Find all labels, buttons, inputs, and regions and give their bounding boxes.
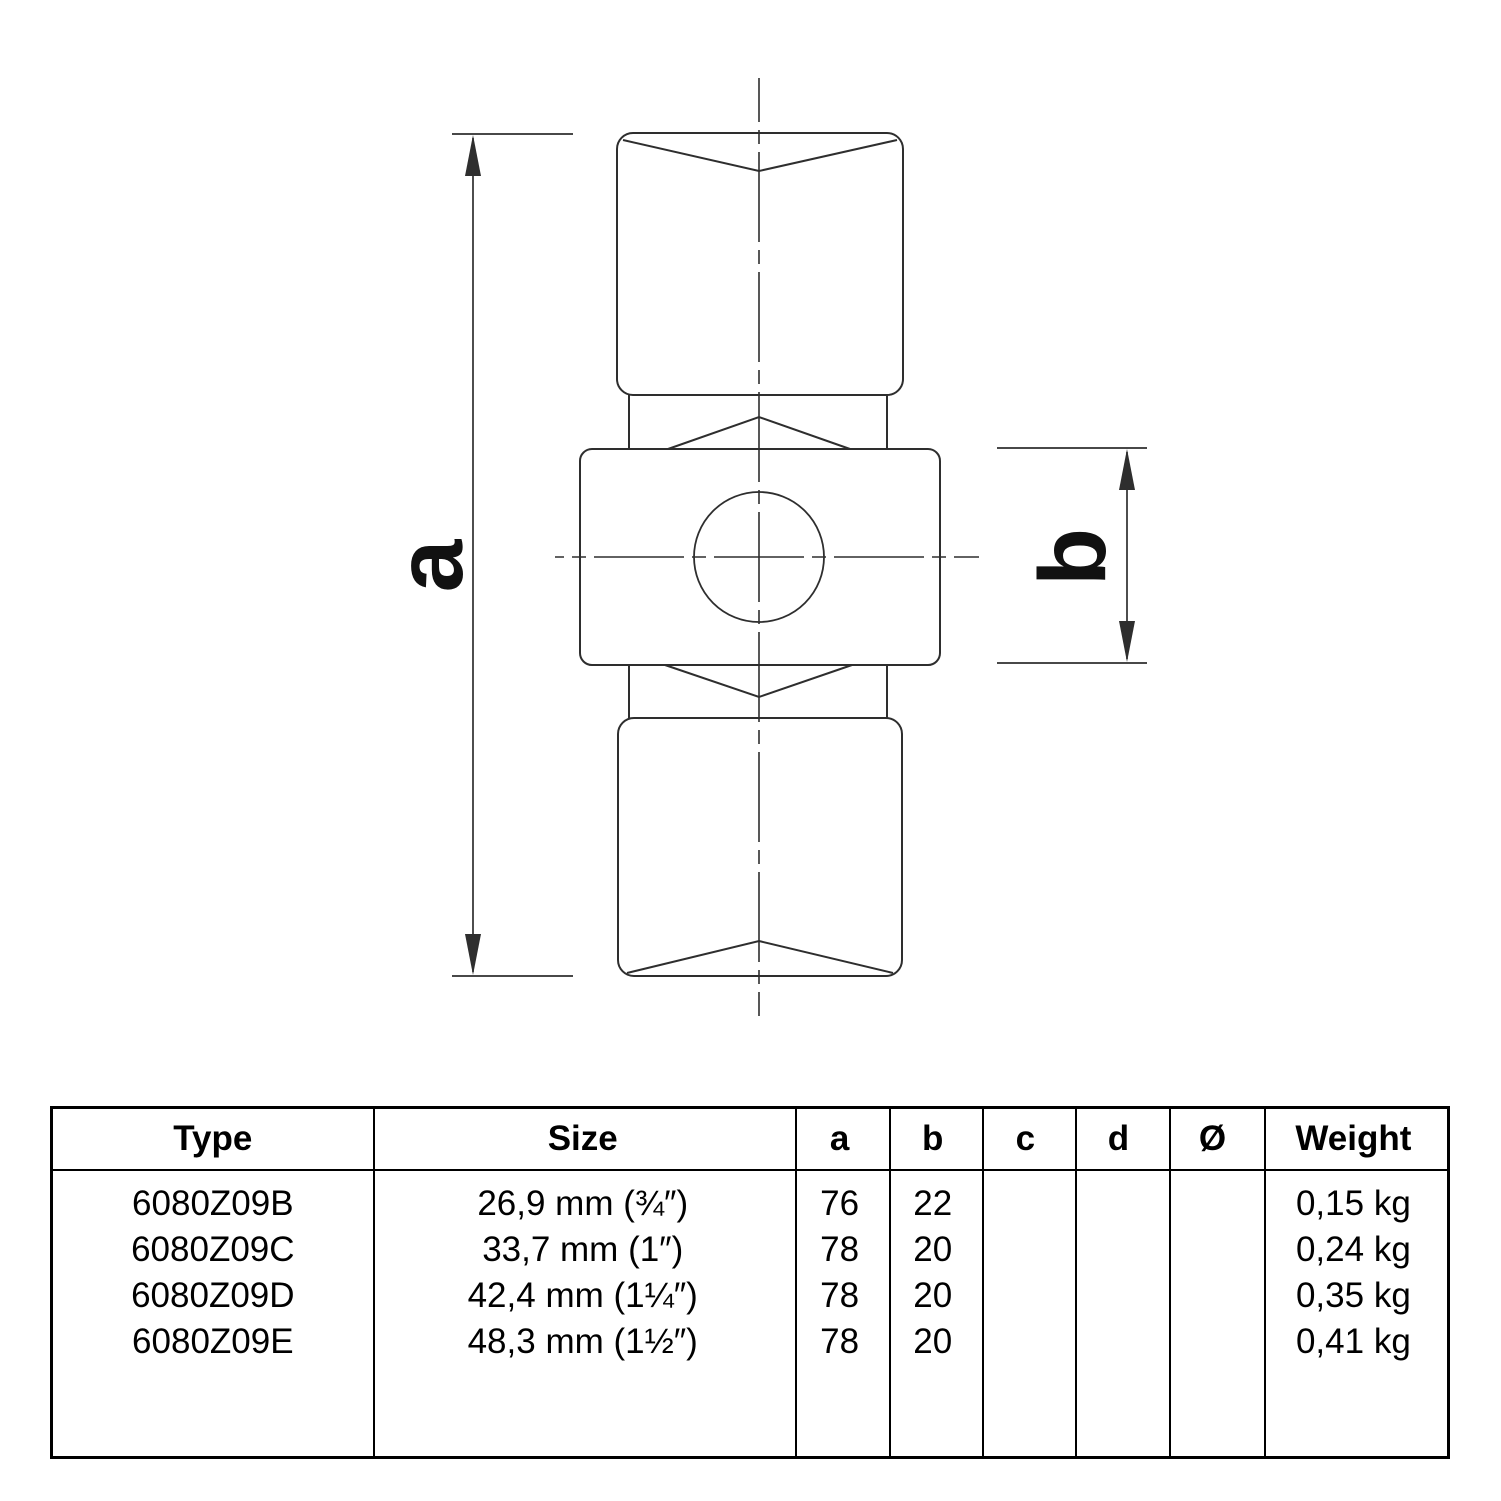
cell-size: 26,9 mm (¾″) [477, 1184, 689, 1223]
bottom-chamfer [626, 939, 894, 974]
cell-a: 78 [820, 1322, 860, 1361]
cell-weight: 0,24 kg [1295, 1230, 1411, 1269]
cell-size: 48,3 mm (1½″) [467, 1322, 698, 1361]
table-row: 6080Z09D 42,4 mm (1¼″) 78 20 0,35 kg [53, 1273, 1447, 1319]
cell-b: 20 [913, 1230, 953, 1269]
cell-b: 20 [913, 1322, 953, 1361]
table-body: 6080Z09B 26,9 mm (¾″) 76 22 0,15 kg 6080… [53, 1171, 1447, 1456]
col-separator [982, 1109, 984, 1456]
lower-cone-chamfer [664, 664, 853, 699]
col-separator [373, 1109, 375, 1456]
column-header-a: a [829, 1119, 850, 1158]
cell-b: 20 [913, 1276, 953, 1315]
col-separator [1169, 1109, 1171, 1456]
table-header-row: Type Size a b c d Ø Weight [53, 1109, 1447, 1171]
table-row: 6080Z09C 33,7 mm (1″) 78 20 0,24 kg [53, 1227, 1447, 1273]
cell-type: 6080Z09B [132, 1184, 294, 1223]
dim-a-arrow-top [465, 135, 481, 176]
top-chamfer [622, 139, 898, 173]
column-header-type: Type [173, 1119, 253, 1158]
center-block [579, 448, 941, 666]
cell-type: 6080Z09E [132, 1322, 294, 1361]
technical-drawing: a b [377, 78, 1147, 1016]
cell-type: 6080Z09D [131, 1276, 295, 1315]
cell-a: 78 [820, 1230, 860, 1269]
cell-weight: 0,15 kg [1295, 1184, 1411, 1223]
col-separator [795, 1109, 797, 1456]
cell-size: 33,7 mm (1″) [482, 1230, 684, 1269]
cell-a: 78 [820, 1276, 860, 1315]
column-header-b: b [922, 1119, 944, 1158]
col-separator [1075, 1109, 1077, 1456]
column-header-c: c [1015, 1119, 1036, 1158]
cell-b: 22 [913, 1184, 953, 1223]
bottom-sleeve [617, 717, 903, 977]
dim-b-arrow-top [1119, 449, 1135, 490]
column-header-weight: Weight [1295, 1119, 1412, 1158]
cell-a: 76 [820, 1184, 860, 1223]
upper-cone-chamfer [667, 415, 851, 450]
part-outline [579, 132, 941, 977]
dim-a-label: a [377, 538, 483, 592]
table-row: 6080Z09E 48,3 mm (1½″) 78 20 0,41 kg [53, 1319, 1447, 1365]
column-header-size: Size [547, 1119, 618, 1158]
cell-size: 42,4 mm (1¼″) [467, 1276, 698, 1315]
center-hole [693, 491, 825, 623]
cell-type: 6080Z09C [131, 1230, 295, 1269]
spec-table: Type Size a b c d Ø Weight 6080Z09B 26,9… [50, 1106, 1450, 1459]
dimension-a: a [377, 133, 573, 977]
cell-weight: 0,41 kg [1295, 1322, 1411, 1361]
dim-b-arrow-bottom [1119, 621, 1135, 662]
column-header-d: d [1107, 1119, 1130, 1158]
dim-a-arrow-bottom [465, 934, 481, 975]
top-sleeve [616, 132, 904, 396]
col-separator [889, 1109, 891, 1456]
column-header-diameter: Ø [1198, 1119, 1227, 1158]
table-row: 6080Z09B 26,9 mm (¾″) 76 22 0,15 kg [53, 1181, 1447, 1227]
col-separator [1264, 1109, 1266, 1456]
dim-b-label: b [1020, 528, 1126, 586]
cell-weight: 0,35 kg [1295, 1276, 1411, 1315]
dimension-b: b [997, 447, 1147, 664]
